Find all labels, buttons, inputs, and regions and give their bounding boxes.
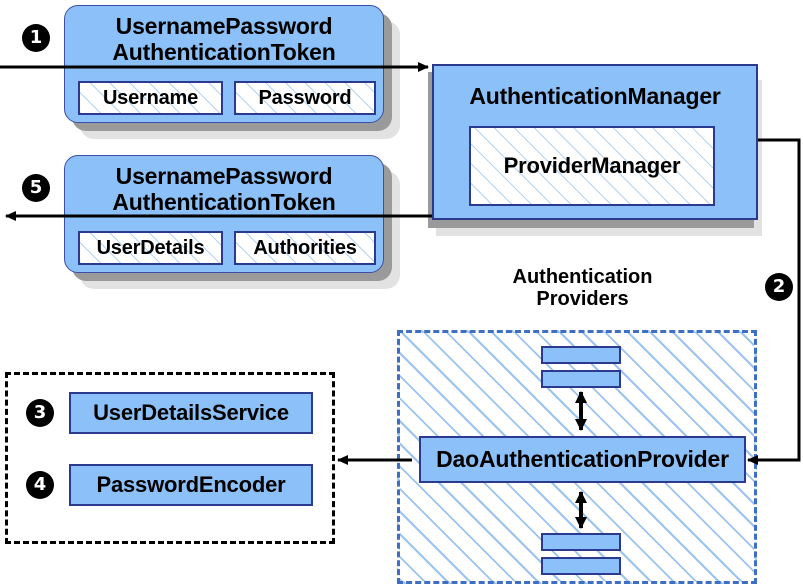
request-token-field-password-label: Password — [258, 86, 352, 109]
response-token-title: UsernamePassword AuthenticationToken — [112, 163, 336, 216]
dao-authentication-provider-label: DaoAuthenticationProvider — [436, 445, 729, 472]
provider-manager-box[interactable]: ProviderManager — [469, 126, 715, 206]
response-token-field-userdetails-label: UserDetails — [96, 236, 205, 259]
request-token-field-password[interactable]: Password — [234, 81, 376, 115]
badge-2-number: 2 — [772, 276, 786, 297]
authentication-providers-label-line1: Authentication — [512, 266, 653, 288]
user-details-service-box[interactable]: UserDetailsService — [69, 392, 313, 434]
request-token-title: UsernamePassword AuthenticationToken — [112, 13, 336, 66]
request-token-title-line2: AuthenticationToken — [112, 38, 336, 65]
request-token-title-line1: UsernamePassword — [115, 13, 333, 39]
request-token-field-username[interactable]: Username — [78, 81, 223, 115]
response-token-field-authorities-label: Authorities — [253, 236, 357, 259]
response-token-field-userdetails[interactable]: UserDetails — [78, 231, 223, 265]
request-token-field-username-label: Username — [102, 86, 199, 109]
password-encoder-box[interactable]: PasswordEncoder — [69, 464, 313, 506]
response-token-field-authorities[interactable]: Authorities — [234, 231, 376, 265]
badge-5: 5 — [22, 174, 50, 202]
response-token-title-line2: AuthenticationToken — [112, 188, 336, 215]
badge-4-number: 4 — [33, 474, 47, 495]
other-provider-bar-2[interactable] — [541, 370, 621, 388]
badge-1-number: 1 — [29, 27, 43, 48]
other-provider-bar-4[interactable] — [541, 557, 621, 575]
badge-4: 4 — [26, 471, 54, 499]
password-encoder-label: PasswordEncoder — [96, 471, 286, 497]
user-details-service-label: UserDetailsService — [93, 399, 289, 425]
response-token-title-line1: UsernamePassword — [115, 163, 333, 189]
other-provider-bar-1[interactable] — [541, 346, 621, 364]
badge-1: 1 — [22, 24, 50, 52]
authentication-providers-label: Authentication Providers — [470, 266, 695, 311]
badge-3-number: 3 — [33, 402, 47, 423]
provider-manager-label: ProviderManager — [503, 152, 681, 178]
badge-2: 2 — [765, 273, 793, 301]
badge-5-number: 5 — [29, 177, 43, 198]
authentication-manager-title: AuthenticationManager — [469, 83, 721, 109]
other-provider-bar-3[interactable] — [541, 533, 621, 551]
dao-authentication-provider-box[interactable]: DaoAuthenticationProvider — [419, 436, 746, 483]
authentication-providers-label-line2: Providers — [536, 288, 629, 311]
badge-3: 3 — [26, 399, 54, 427]
